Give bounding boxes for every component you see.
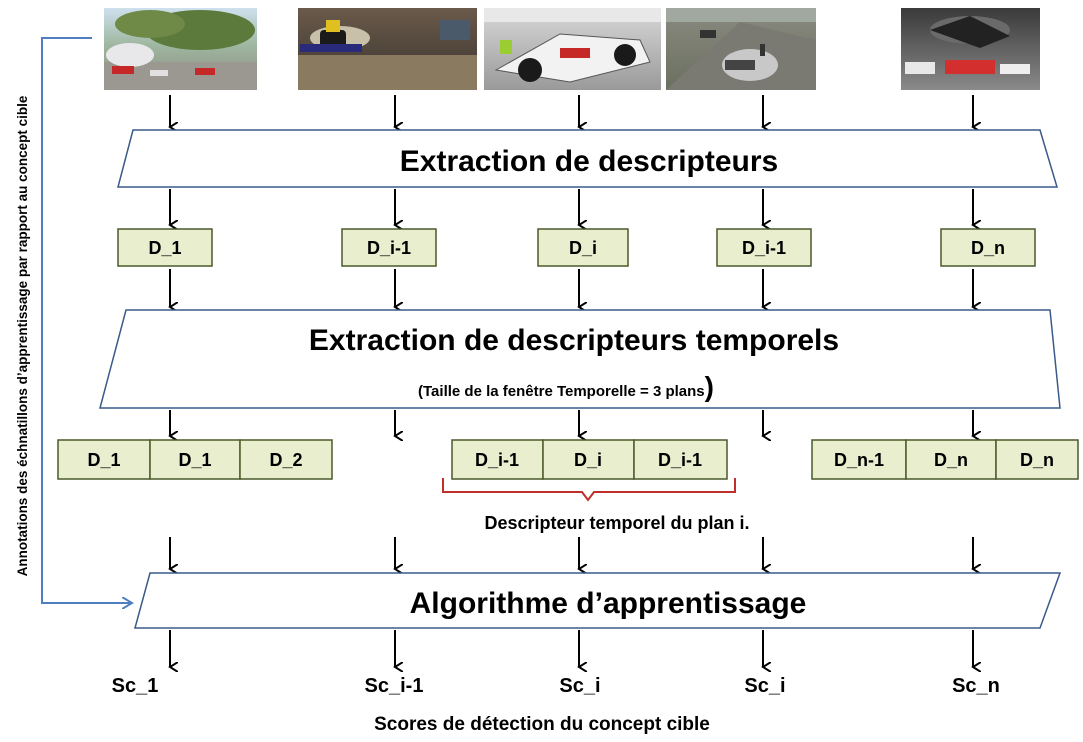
frame-crash-5: [901, 8, 1040, 90]
temporal-cell: [811, 439, 907, 480]
descriptor-label: D_i-1: [742, 238, 786, 258]
arrows-temporal-to-groups: [170, 410, 973, 436]
extraction-stage-shape: [117, 129, 1059, 188]
temporal-stage-shape: [99, 309, 1061, 409]
descriptor-box: [537, 228, 629, 267]
side-feedback-arrow: [41, 37, 132, 603]
temporal-cell: [57, 439, 151, 480]
side-annotation-label: Annotations des échnatillons d’apprentis…: [15, 95, 30, 576]
temporal-window-note: (Taille de la fenêtre Temporelle = 3 pla…: [418, 371, 714, 402]
learning-stage-title: Algorithme d’apprentissage: [410, 587, 807, 620]
descriptor-label: D_i: [569, 238, 597, 258]
score-label: Sc_n: [952, 675, 1000, 697]
temporal-cell: [905, 439, 997, 480]
descriptor-label: D_n: [971, 238, 1005, 258]
frame-crash-2: [298, 8, 477, 90]
temporal-cell: [149, 439, 241, 480]
extraction-stage-title: Extraction de descripteurs: [400, 145, 778, 178]
temporal-cell-label: D_1: [87, 450, 120, 470]
score-label: Sc_i: [559, 675, 600, 697]
descriptor-label: D_i-1: [367, 238, 411, 258]
frame-crash-1: [104, 8, 257, 90]
score-label: Sc_1: [112, 675, 159, 697]
temporal-cell-label: D_2: [269, 450, 302, 470]
descriptor-box: [940, 228, 1036, 267]
temporal-cell-label: D_n: [934, 450, 968, 470]
arrows-to-scores: [170, 630, 973, 667]
temporal-cell: [995, 439, 1079, 480]
temporal-cell: [239, 439, 333, 480]
temporal-group-last: D_n-1 D_n D_n: [811, 439, 1079, 480]
descriptor-row: D_1 D_i-1 D_i D_i-1 D_n: [117, 228, 1036, 267]
frame-crash-4: [666, 8, 816, 90]
temporal-group-first: D_1 D_1 D_2: [57, 439, 333, 480]
brace-label: Descripteur temporel du plan i.: [484, 513, 749, 533]
temporal-stage-title: Extraction de descripteurs temporels: [309, 324, 839, 357]
learning-stage-shape: [134, 572, 1062, 629]
descriptor-box: [117, 228, 213, 267]
frame-crash-3: [484, 8, 661, 90]
score-label: Sc_i-1: [365, 675, 424, 697]
arrows-frames-to-extraction: [170, 95, 973, 127]
temporal-cell-label: D_i-1: [475, 450, 519, 470]
temporal-group-middle: D_i-1 D_i D_i-1: [451, 439, 728, 480]
arrows-to-learning: [170, 537, 973, 569]
descriptor-box: [341, 228, 437, 267]
temporal-cell-label: D_n: [1020, 450, 1054, 470]
arrows-extraction-to-descriptors: [170, 189, 973, 225]
score-row: Sc_1 Sc_i-1 Sc_i Sc_i Sc_n: [112, 675, 1000, 697]
descriptor-box: [716, 228, 812, 267]
brace-marker: [442, 478, 736, 502]
temporal-cell-label: D_i: [574, 450, 602, 470]
temporal-cell-label: D_n-1: [834, 450, 884, 470]
temporal-cell-label: D_1: [178, 450, 211, 470]
arrows-descriptors-to-temporal: [170, 269, 973, 307]
temporal-cell-label: D_i-1: [658, 450, 702, 470]
descriptor-label: D_1: [148, 238, 181, 258]
score-label: Sc_i: [744, 675, 785, 697]
temporal-cell: [633, 439, 728, 480]
footer-caption: Scores de détection du concept cible: [374, 714, 710, 735]
